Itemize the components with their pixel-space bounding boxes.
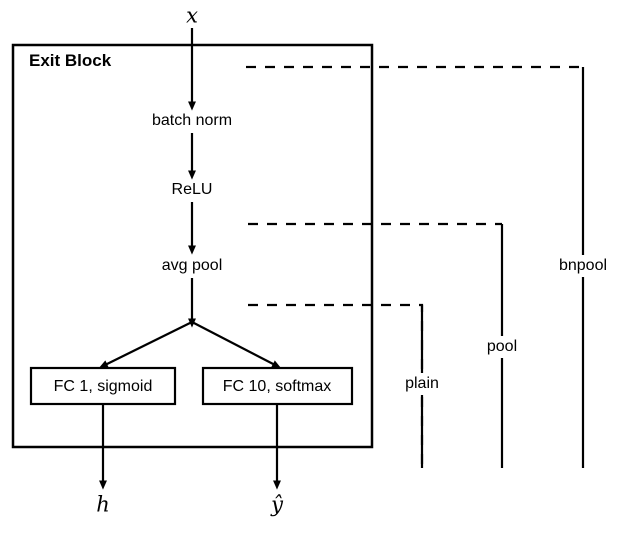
input-label: x xyxy=(186,3,198,28)
node-avg-pool: avg pool xyxy=(161,257,223,274)
node-batch-norm: batch norm xyxy=(151,112,233,129)
fc-sigmoid-label: FC 1, sigmoid xyxy=(53,378,153,395)
exit-block-title: Exit Block xyxy=(29,51,112,70)
node-relu: ReLU xyxy=(171,181,213,198)
arrow-branch-to-fc-softmax xyxy=(191,321,282,369)
output-yhat-label: ŷ xyxy=(271,492,283,517)
arrow-branch-to-fc-sigmoid xyxy=(98,321,193,369)
variant-label-pool: pool xyxy=(482,336,522,358)
fc-softmax-label: FC 10, softmax xyxy=(222,378,332,395)
output-h-label: h xyxy=(96,492,110,517)
fc-sigmoid-box xyxy=(29,366,177,406)
variant-label-plain: plain xyxy=(401,373,443,395)
variant-label-bnpool: bnpool xyxy=(554,255,612,277)
